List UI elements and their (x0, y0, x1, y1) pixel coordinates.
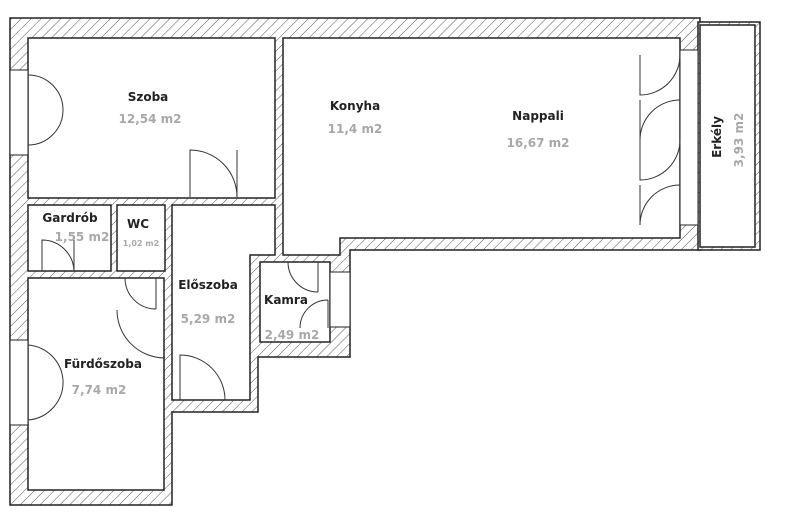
room-area-konyha: 11,4 m2 (328, 122, 383, 136)
room-eloszoba (171, 204, 276, 401)
room-label-furdoszoba: Fürdőszoba (64, 357, 142, 371)
room-area-kamra: 2,49 m2 (265, 328, 320, 342)
room-area-gardrob: 1,55 m2 (55, 230, 110, 244)
room-area-erkely: 3,93 m2 (732, 113, 746, 168)
room-wc (116, 204, 166, 272)
room-label-erkely: Erkély (710, 116, 724, 158)
room-label-szoba: Szoba (128, 90, 169, 104)
room-label-wc: WC (127, 217, 149, 231)
room-label-kamra: Kamra (264, 293, 308, 307)
room-szoba (27, 37, 276, 199)
doors (27, 54, 681, 421)
room-area-szoba: 12,54 m2 (119, 112, 182, 126)
room-furdoszoba (27, 277, 165, 491)
room-area-eloszoba: 5,29 m2 (181, 312, 236, 326)
room-erkely (699, 24, 756, 248)
room-area-furdoszoba: 7,74 m2 (72, 383, 127, 397)
room-label-nappali: Nappali (512, 109, 564, 123)
windows (9, 49, 699, 426)
room-label-gardrob: Gardrób (42, 211, 98, 225)
room-konyha-nappali (282, 37, 681, 256)
room-label-eloszoba: Előszoba (178, 278, 238, 292)
room-area-nappali: 16,67 m2 (507, 136, 570, 150)
room-area-wc: 1,02 m2 (123, 239, 159, 248)
room-label-konyha: Konyha (330, 99, 380, 113)
